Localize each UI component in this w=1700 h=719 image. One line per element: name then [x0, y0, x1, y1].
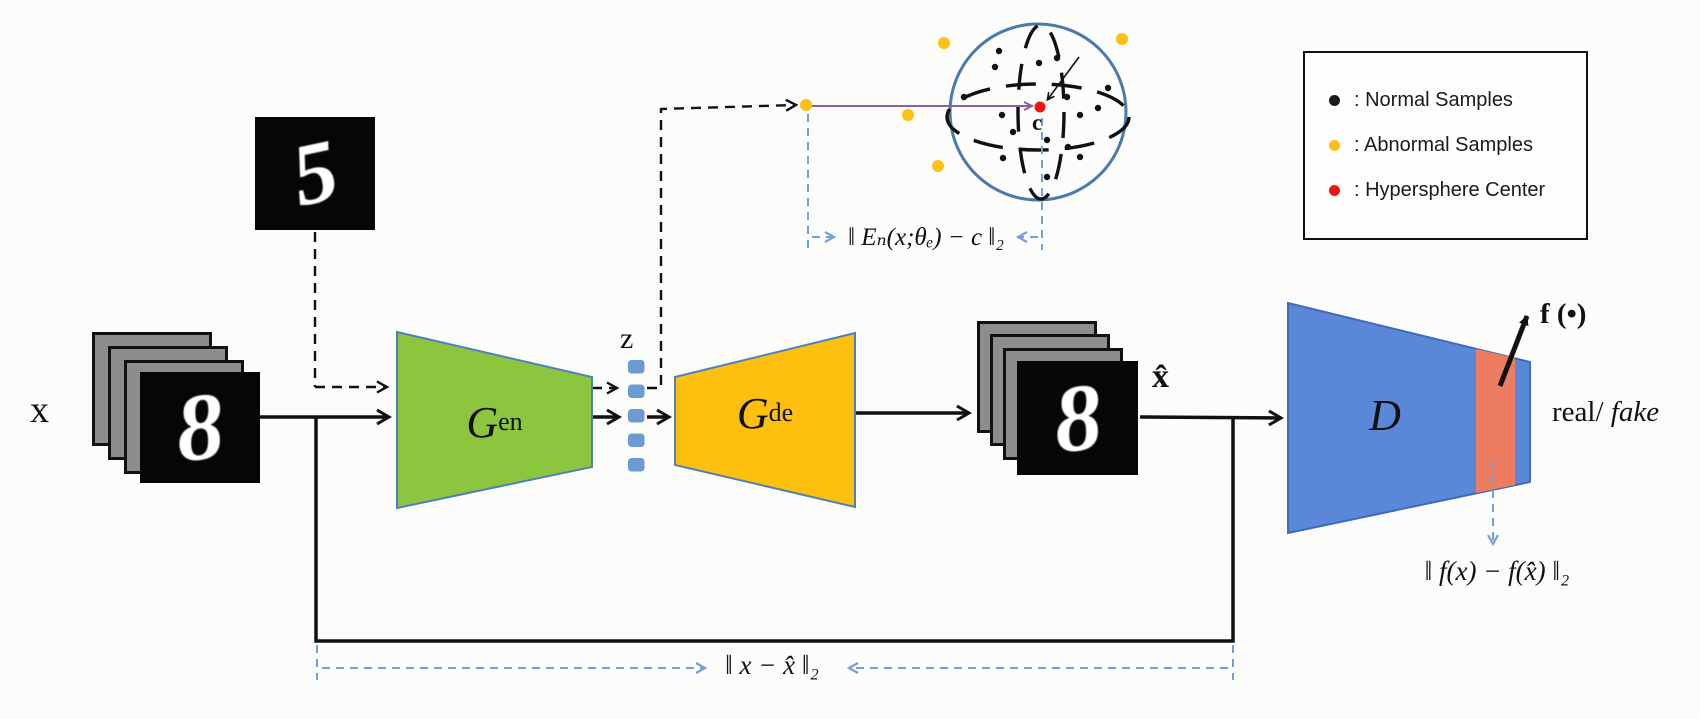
hypersphere-meridian: [1016, 23, 1066, 201]
arrow-xhat-to-discriminator: [1139, 409, 1284, 427]
center-distance-formula: ‖ Eₙ(x;θₑ) − c ‖₂: [847, 224, 1005, 251]
abnormal-dot-icon: [1329, 140, 1340, 151]
feature-map-label: f (•): [1540, 298, 1587, 330]
reconstruction-error-formula: ‖ x − x̂ ‖₂: [725, 650, 819, 680]
reconstruction-label: x̂: [1152, 358, 1169, 395]
sample-dot: [995, 47, 1003, 55]
discriminator-label: D: [1369, 390, 1401, 440]
dashed-latent-to-sphere: [647, 98, 799, 390]
feature-layer-stripe: [1476, 349, 1515, 493]
feature-map-arrow: [1497, 315, 1530, 387]
legend-item-abnormal: : Abnormal Samples: [1329, 134, 1586, 157]
sample-dot: [1076, 153, 1084, 161]
feature-distance-formula: ‖ f(x) − f(x̂) ‖₂: [1424, 556, 1570, 586]
input-label: x: [30, 389, 49, 431]
sample-dot: [1116, 33, 1128, 45]
encoder-trapezoid: [396, 330, 593, 510]
sample-dot: [1094, 104, 1102, 112]
sample-dot: [800, 99, 812, 111]
radius-arrow: [1046, 56, 1080, 102]
sample-dot: [1063, 93, 1071, 101]
latent-vector: [628, 360, 645, 472]
sample-dot: [1064, 143, 1072, 151]
center-dot-icon: [1329, 185, 1340, 196]
hypersphere-equator: [945, 82, 1131, 152]
anomaly-image: 5: [255, 117, 375, 230]
latent-label: z: [620, 322, 634, 355]
sample-dot: [902, 109, 914, 121]
sample-dot: [1009, 128, 1017, 136]
sample-dot: [998, 111, 1006, 119]
legend-item-center: : Hypersphere Center: [1329, 179, 1586, 202]
latent-unit: [628, 409, 645, 423]
sample-dot: [999, 154, 1007, 162]
decoder-trapezoid: [674, 331, 856, 509]
sample-dot: [1053, 54, 1061, 62]
normal-dot-icon: [1329, 95, 1340, 106]
latent-unit: [628, 433, 645, 447]
sample-dot: [1104, 84, 1112, 92]
sample-dot: [1034, 101, 1046, 113]
sample-dot: [1043, 136, 1051, 144]
sample-dot: [960, 93, 968, 101]
latent-unit: [628, 384, 645, 398]
sphere-center-label: c: [1032, 110, 1043, 135]
reconstruction-loop-line: [314, 418, 1235, 643]
latent-unit: [628, 458, 645, 472]
input-digit: 8: [170, 371, 230, 483]
discriminator-trapezoid: [1287, 301, 1531, 535]
legend: : Normal Samples : Abnormal Samples : Hy…: [1303, 51, 1588, 240]
sample-dot: [991, 63, 999, 71]
sample-dot: [1035, 59, 1043, 67]
latent-unit: [628, 360, 645, 374]
abnormal-sample-dots: [902, 33, 1128, 172]
real-fake-label: real/ fake: [1552, 396, 1660, 428]
anomaly-digit: 5: [283, 120, 347, 226]
reconstructed-digit: 8: [1048, 362, 1107, 473]
sample-dot: [1076, 111, 1084, 119]
legend-item-normal: : Normal Samples: [1329, 89, 1586, 112]
reconstructed-image: 8: [1017, 361, 1138, 475]
sample-dot: [1043, 173, 1051, 181]
normal-sample-dots: [960, 47, 1112, 181]
input-image: 8: [140, 372, 260, 483]
sample-dot: [938, 37, 950, 49]
sample-dot: [932, 160, 944, 172]
center-and-line-dots: [800, 99, 1046, 113]
